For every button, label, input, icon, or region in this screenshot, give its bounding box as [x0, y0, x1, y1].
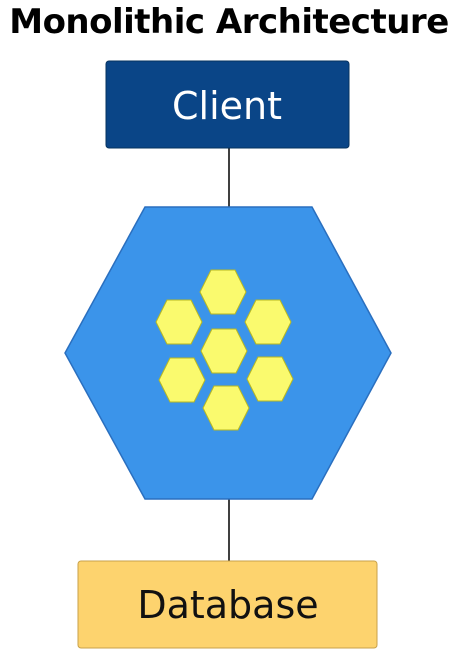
database-box: [77, 560, 378, 649]
module-hexagon: [244, 299, 292, 345]
monolith-application: [64, 206, 392, 500]
module-hexagon: [158, 357, 206, 403]
database-node: Database: [77, 560, 378, 649]
module-hexagon: [155, 299, 203, 345]
page-title: Monolithic Architecture: [9, 2, 449, 42]
module-hexagon: [200, 328, 248, 374]
module-cluster: [155, 269, 294, 431]
module-hexagon: [202, 385, 250, 431]
module-hexagon: [199, 269, 247, 315]
database-label: Database: [137, 583, 318, 627]
module-hexagon: [246, 356, 294, 402]
client-node: Client: [105, 60, 350, 149]
client-box: [105, 60, 350, 149]
client-label: Client: [172, 84, 282, 128]
